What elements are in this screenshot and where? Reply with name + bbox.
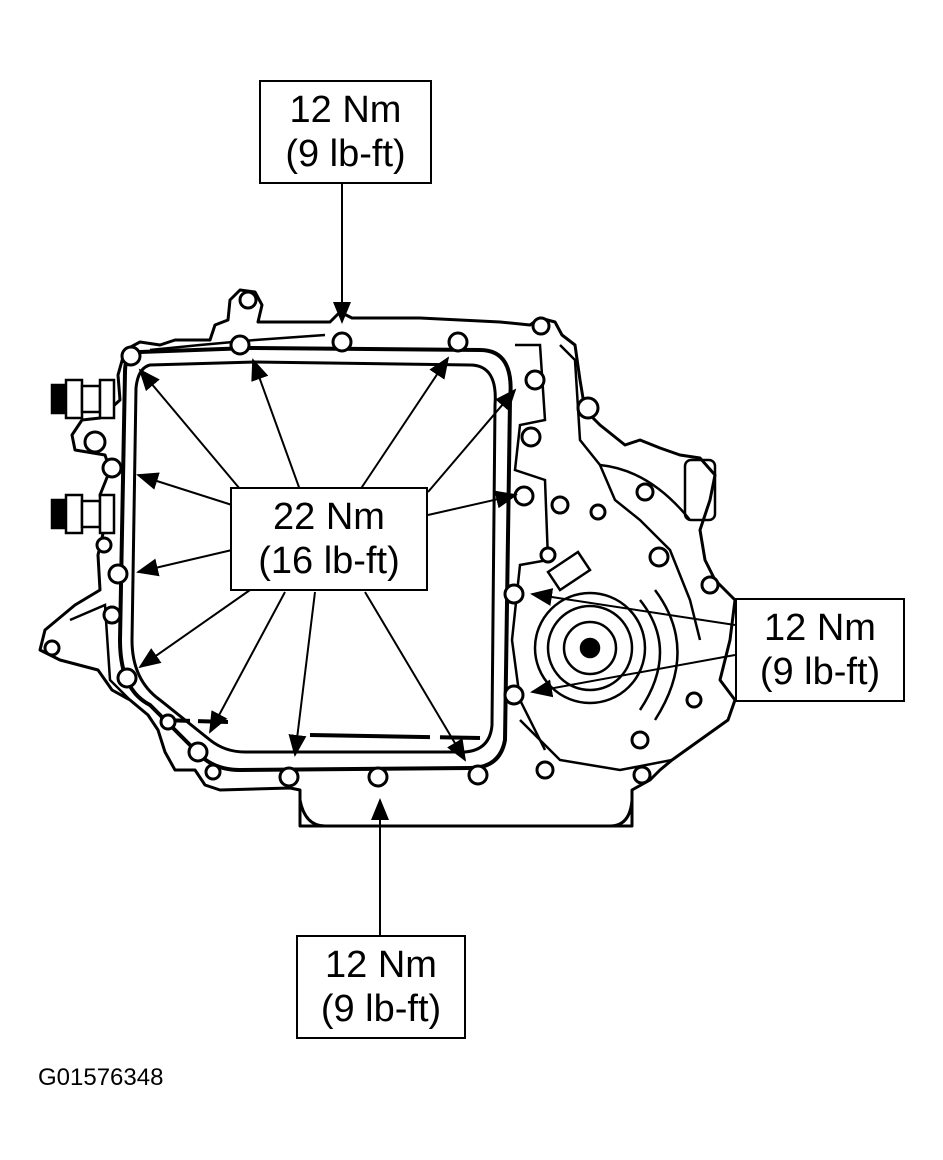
callout-right-line2: (9 lb-ft) <box>759 651 881 693</box>
case-details <box>69 333 717 772</box>
callout-top-torque: 12 Nm (9 lb-ft) <box>259 80 432 184</box>
callout-bottom-torque: 12 Nm (9 lb-ft) <box>296 935 466 1039</box>
figure-id: G01576348 <box>38 1064 164 1091</box>
bolts <box>43 290 720 788</box>
transmission-case <box>38 288 737 828</box>
callout-top-line2: (9 lb-ft) <box>285 133 406 175</box>
callout-center-line1: 22 Nm <box>273 496 385 538</box>
callout-right-torque: 12 Nm (9 lb-ft) <box>735 598 905 702</box>
fluid-line-fittings <box>50 378 116 535</box>
callout-center-torque: 22 Nm (16 lb-ft) <box>230 487 428 591</box>
callout-center-line2: (16 lb-ft) <box>258 540 400 582</box>
callout-right-line1: 12 Nm <box>764 607 876 649</box>
callout-bottom-line1: 12 Nm <box>325 944 437 986</box>
callout-bottom-line2: (9 lb-ft) <box>320 988 442 1030</box>
callout-top-line1: 12 Nm <box>289 89 402 131</box>
arrows-center <box>136 356 518 762</box>
arrows-right <box>530 588 736 698</box>
